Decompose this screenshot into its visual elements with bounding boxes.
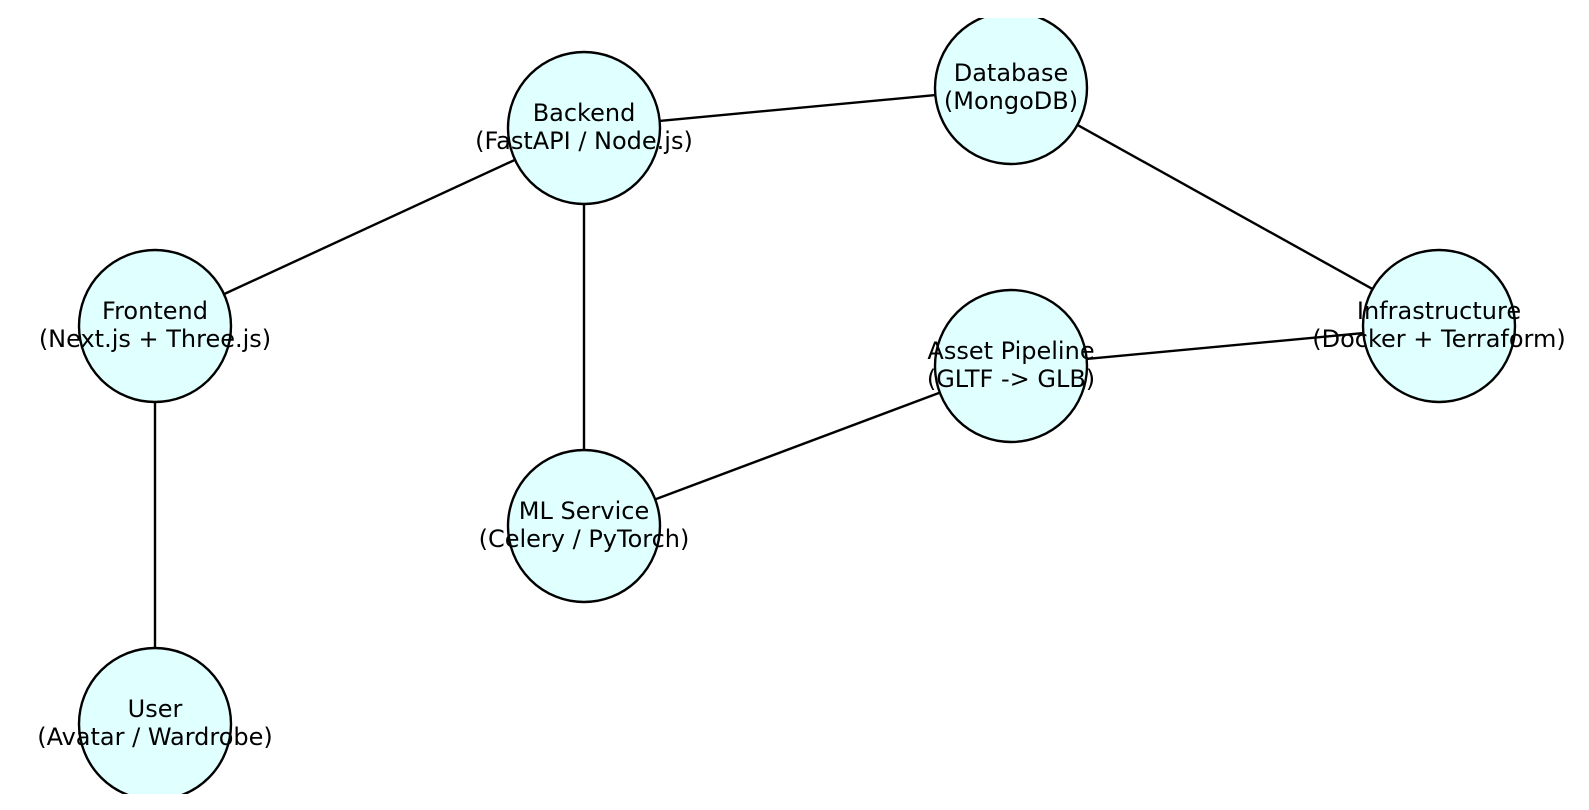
- node-title: Frontend: [102, 297, 208, 325]
- node-asset-pipeline: Asset Pipeline(GLTF -> GLB): [927, 288, 1095, 444]
- node-subtitle: (Docker + Terraform): [1312, 325, 1565, 353]
- node-user: User(Avatar / Wardrobe): [37, 646, 273, 794]
- node-title: Database: [954, 59, 1069, 87]
- node-circle: [77, 646, 233, 794]
- node-circle: [506, 448, 662, 604]
- edge-asset-pipeline-infrastructure: [1086, 331, 1364, 361]
- edges-layer: [153, 93, 1374, 648]
- node-title: User: [128, 695, 183, 723]
- node-circle: [506, 50, 662, 206]
- node-subtitle: (FastAPI / Node.js): [475, 127, 693, 155]
- node-infrastructure: Infrastructure(Docker + Terraform): [1312, 248, 1566, 404]
- node-subtitle: (GLTF -> GLB): [927, 365, 1095, 393]
- node-title: ML Service: [519, 497, 649, 525]
- node-circle: [933, 288, 1089, 444]
- nodes-layer: Backend(FastAPI / Node.js) Database(Mongo…: [37, 18, 1566, 794]
- node-subtitle: (Avatar / Wardrobe): [37, 723, 273, 751]
- edge-backend-frontend: [223, 158, 516, 296]
- edge-backend-database: [659, 93, 936, 123]
- node-database: Database(MongoDB): [933, 18, 1089, 166]
- node-frontend: Frontend(Next.js + Three.js): [39, 248, 271, 404]
- node-ml-service: ML Service(Celery / PyTorch): [479, 448, 690, 604]
- edge-database-infrastructure: [1076, 123, 1374, 291]
- node-title: Infrastructure: [1357, 297, 1521, 325]
- node-title: Backend: [533, 99, 636, 127]
- node-circle: [1361, 248, 1517, 404]
- node-subtitle: (Next.js + Three.js): [39, 325, 271, 353]
- node-circle: [77, 248, 233, 404]
- node-subtitle: (Celery / PyTorch): [479, 525, 690, 553]
- node-subtitle: (MongoDB): [944, 87, 1078, 115]
- node-backend: Backend(FastAPI / Node.js): [475, 50, 693, 206]
- edge-asset-pipeline-ml-service: [654, 391, 941, 501]
- node-circle: [933, 18, 1089, 166]
- node-title: Asset Pipeline: [927, 337, 1094, 365]
